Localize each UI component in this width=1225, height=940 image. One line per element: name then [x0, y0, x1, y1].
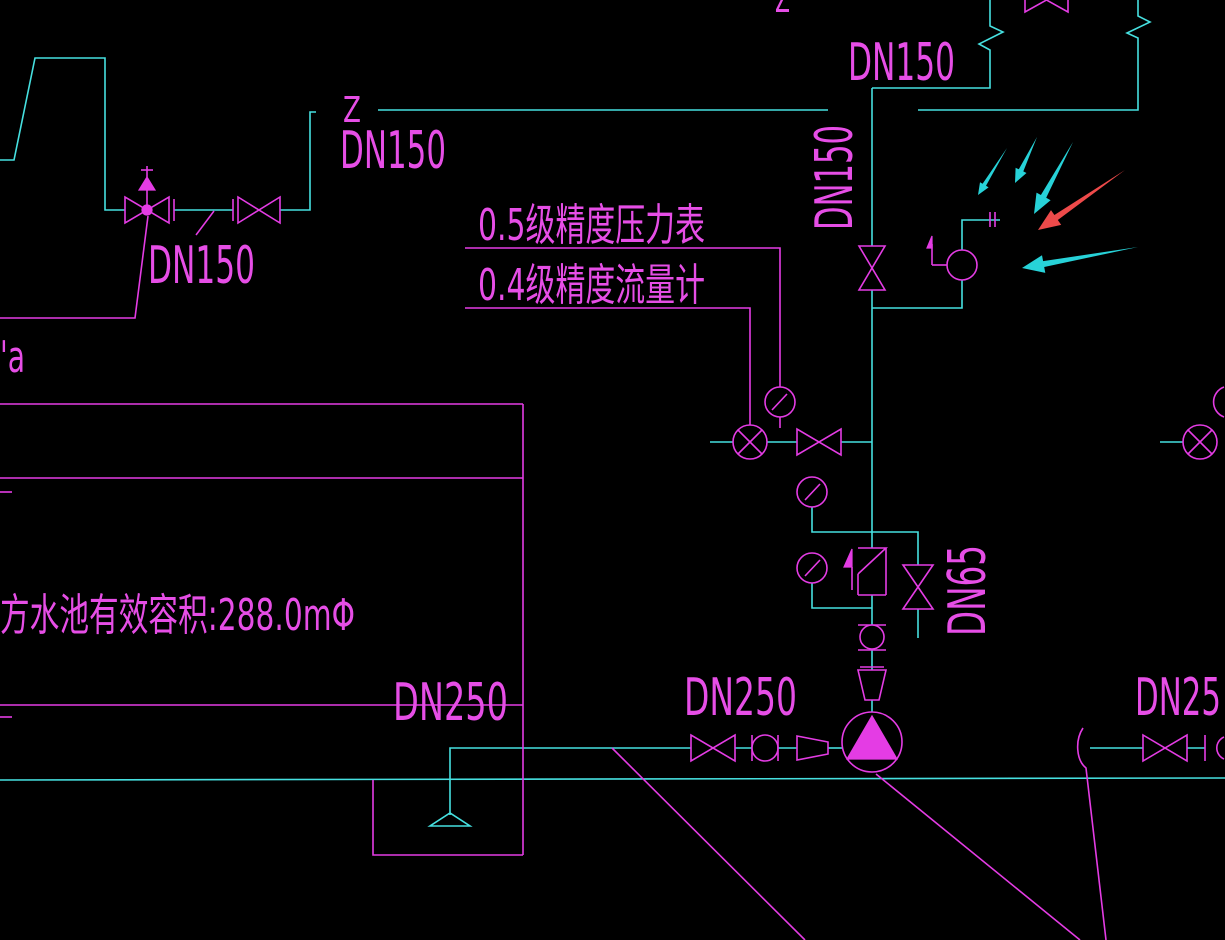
label-dn150-valve: DN150: [148, 236, 255, 296]
union-joint-partial-icon: [1216, 736, 1225, 760]
pressure-gauge-upper: [796, 476, 828, 508]
pipe-line-gauge-lower: [811, 583, 872, 609]
label-dn150-left: DN150: [340, 121, 446, 181]
flag-icon: [926, 235, 933, 249]
label-tank-volume: 方水池有效容积:288.0mΦ: [0, 590, 355, 641]
label-unit-fragment: 'a: [0, 332, 25, 383]
union-joint-riser: [858, 624, 886, 668]
check-valve-icon: [857, 547, 889, 575]
gate-valve-right-icon: [1142, 733, 1188, 763]
label-dn150-top: DN150: [848, 33, 955, 93]
arrow-cyan-icon: [1022, 247, 1138, 273]
label-dn65-bypass: DN65: [938, 545, 998, 636]
gate-valve-riser-icon: [857, 245, 887, 291]
label-z-left: Z: [343, 90, 361, 131]
flow-meter-right: [1182, 424, 1218, 460]
gauge-needle: [804, 559, 821, 577]
valve-handle-mark: [195, 210, 215, 236]
drawing-labels: Z DN150 Z DN150 DN150 DN150 0.5级精度压力表 0.…: [0, 0, 1221, 733]
pump-triangle-icon: [845, 714, 899, 760]
pipe-line-bypass: [811, 507, 919, 565]
arrow-red-icon: [1038, 170, 1125, 230]
flag-icon: [843, 548, 853, 568]
gate-valve-top-icon: [1024, 0, 1069, 14]
hook-leader-line: [1076, 727, 1107, 940]
leader-line-dn150: [0, 215, 149, 319]
gate-valve-icon: [237, 195, 281, 225]
pipe-line-top-left: [0, 57, 125, 211]
label-z-top: Z: [775, 0, 790, 21]
pipe-line-gauge-top: [961, 219, 1000, 250]
flow-meter-cross: [737, 429, 763, 455]
pipe-line-riser-left: [280, 111, 316, 211]
label-flow-meter-note: 0.4级精度流量计: [478, 260, 705, 311]
label-dn25-right: DN25: [1135, 668, 1221, 728]
pressure-gauge-icon: [946, 249, 978, 281]
annotation-arrows: [978, 137, 1138, 273]
diagonal-leader-line: [611, 747, 806, 940]
floor-line: [0, 777, 1225, 781]
gate-valve-test-icon: [796, 427, 842, 457]
reducer-icon: [856, 669, 888, 701]
arrow-cyan-icon: [1034, 142, 1073, 214]
leader-line-flow-meter: [465, 307, 751, 425]
pipe-line-top-break: [872, 0, 1005, 89]
diagonal-leader-line: [875, 773, 1081, 940]
pipe-line-top-right-break: [918, 0, 1152, 111]
label-dn250-pump: DN250: [684, 668, 797, 728]
leader-line-pressure-gauge: [465, 247, 781, 387]
label-dn150-vertical: DN150: [805, 125, 865, 230]
gate-valve-icon: [124, 195, 170, 225]
gate-valve-left-1: [124, 166, 170, 225]
gate-valve-bypass-icon: [901, 564, 935, 610]
union-joint-icon: [859, 624, 885, 650]
pipe-lines: [0, 0, 1225, 827]
gauge-needle: [804, 483, 821, 501]
pressure-gauge-test: [764, 386, 796, 428]
flow-meter-test: [732, 424, 768, 460]
arrow-cyan-icon: [978, 148, 1007, 195]
annotation-lines: [0, 215, 1107, 940]
suction-pit-outline: [372, 780, 523, 856]
vent-triangle-icon: [137, 175, 157, 191]
pipe-line-suction: [449, 747, 691, 815]
suction-bell-symbol: [427, 812, 473, 827]
valve-center-dot-icon: [141, 204, 153, 216]
pressure-gauge-partial-icon: [1212, 386, 1225, 418]
label-dn250-tank: DN250: [393, 673, 508, 733]
pipe-line-gauge-branch: [872, 280, 963, 309]
gate-valve-suction-icon: [690, 733, 736, 763]
fire-pump: [841, 711, 903, 773]
eccentric-reducer-icon: [796, 735, 829, 761]
gauge-needle: [771, 393, 788, 411]
union-joint-suction: [751, 734, 779, 762]
label-pressure-gauge-note: 0.5级精度压力表: [478, 200, 705, 251]
check-valve: [843, 547, 889, 596]
pressure-gauge-lower: [796, 552, 828, 584]
flow-meter-cross: [1187, 429, 1213, 455]
union-joint-icon: [751, 734, 779, 762]
pressure-switch-assembly: [926, 212, 996, 281]
arrow-cyan-icon: [1015, 137, 1037, 183]
